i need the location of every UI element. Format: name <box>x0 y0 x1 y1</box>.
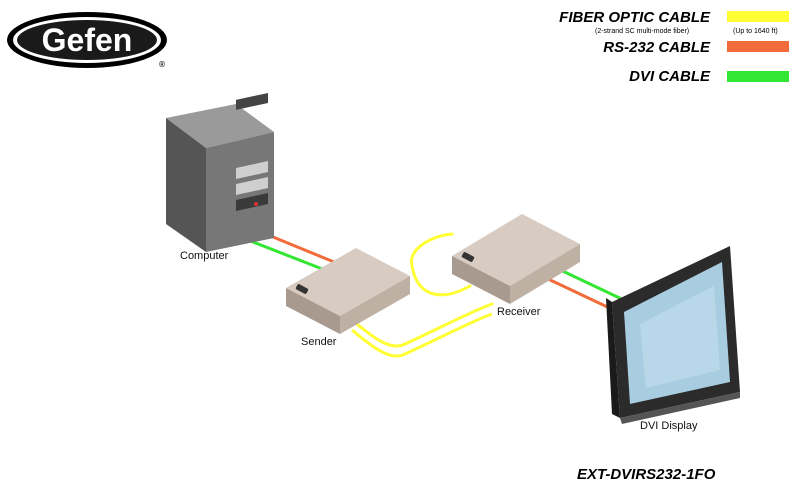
gefen-logo: Gefen <box>7 12 167 68</box>
legend-fiber-swatch <box>727 11 789 22</box>
display-label: DVI Display <box>640 420 698 432</box>
logo-text: Gefen <box>42 22 133 58</box>
model-number: EXT-DVIRS232-1FO <box>577 466 716 483</box>
sender-box <box>286 248 410 334</box>
legend-fiber-note: (Up to 1640 ft) <box>733 28 778 35</box>
registered-mark: ® <box>158 60 166 69</box>
legend-fiber-title: FIBER OPTIC CABLE <box>559 9 710 26</box>
computer-tower <box>166 93 274 252</box>
receiver-label: Receiver <box>497 306 541 318</box>
dvi-display <box>606 246 740 424</box>
rs232-cable-receiver-display <box>545 276 619 314</box>
cables <box>247 228 629 358</box>
legend-dvi-title: DVI CABLE <box>629 68 710 85</box>
legend-dvi-swatch <box>727 71 789 82</box>
sender-label: Sender <box>301 336 337 348</box>
computer-label: Computer <box>180 250 229 262</box>
legend-rs232-swatch <box>727 41 789 52</box>
dvi-cable-computer-sender <box>247 238 331 274</box>
receiver-box <box>452 214 580 304</box>
dvi-cable-receiver-display <box>551 264 629 304</box>
legend-fiber-subtitle: (2-strand SC multi-mode fiber) <box>595 28 690 35</box>
legend-rs232-title: RS-232 CABLE <box>603 39 710 56</box>
fiber-cable-sender-receiver <box>350 232 494 348</box>
